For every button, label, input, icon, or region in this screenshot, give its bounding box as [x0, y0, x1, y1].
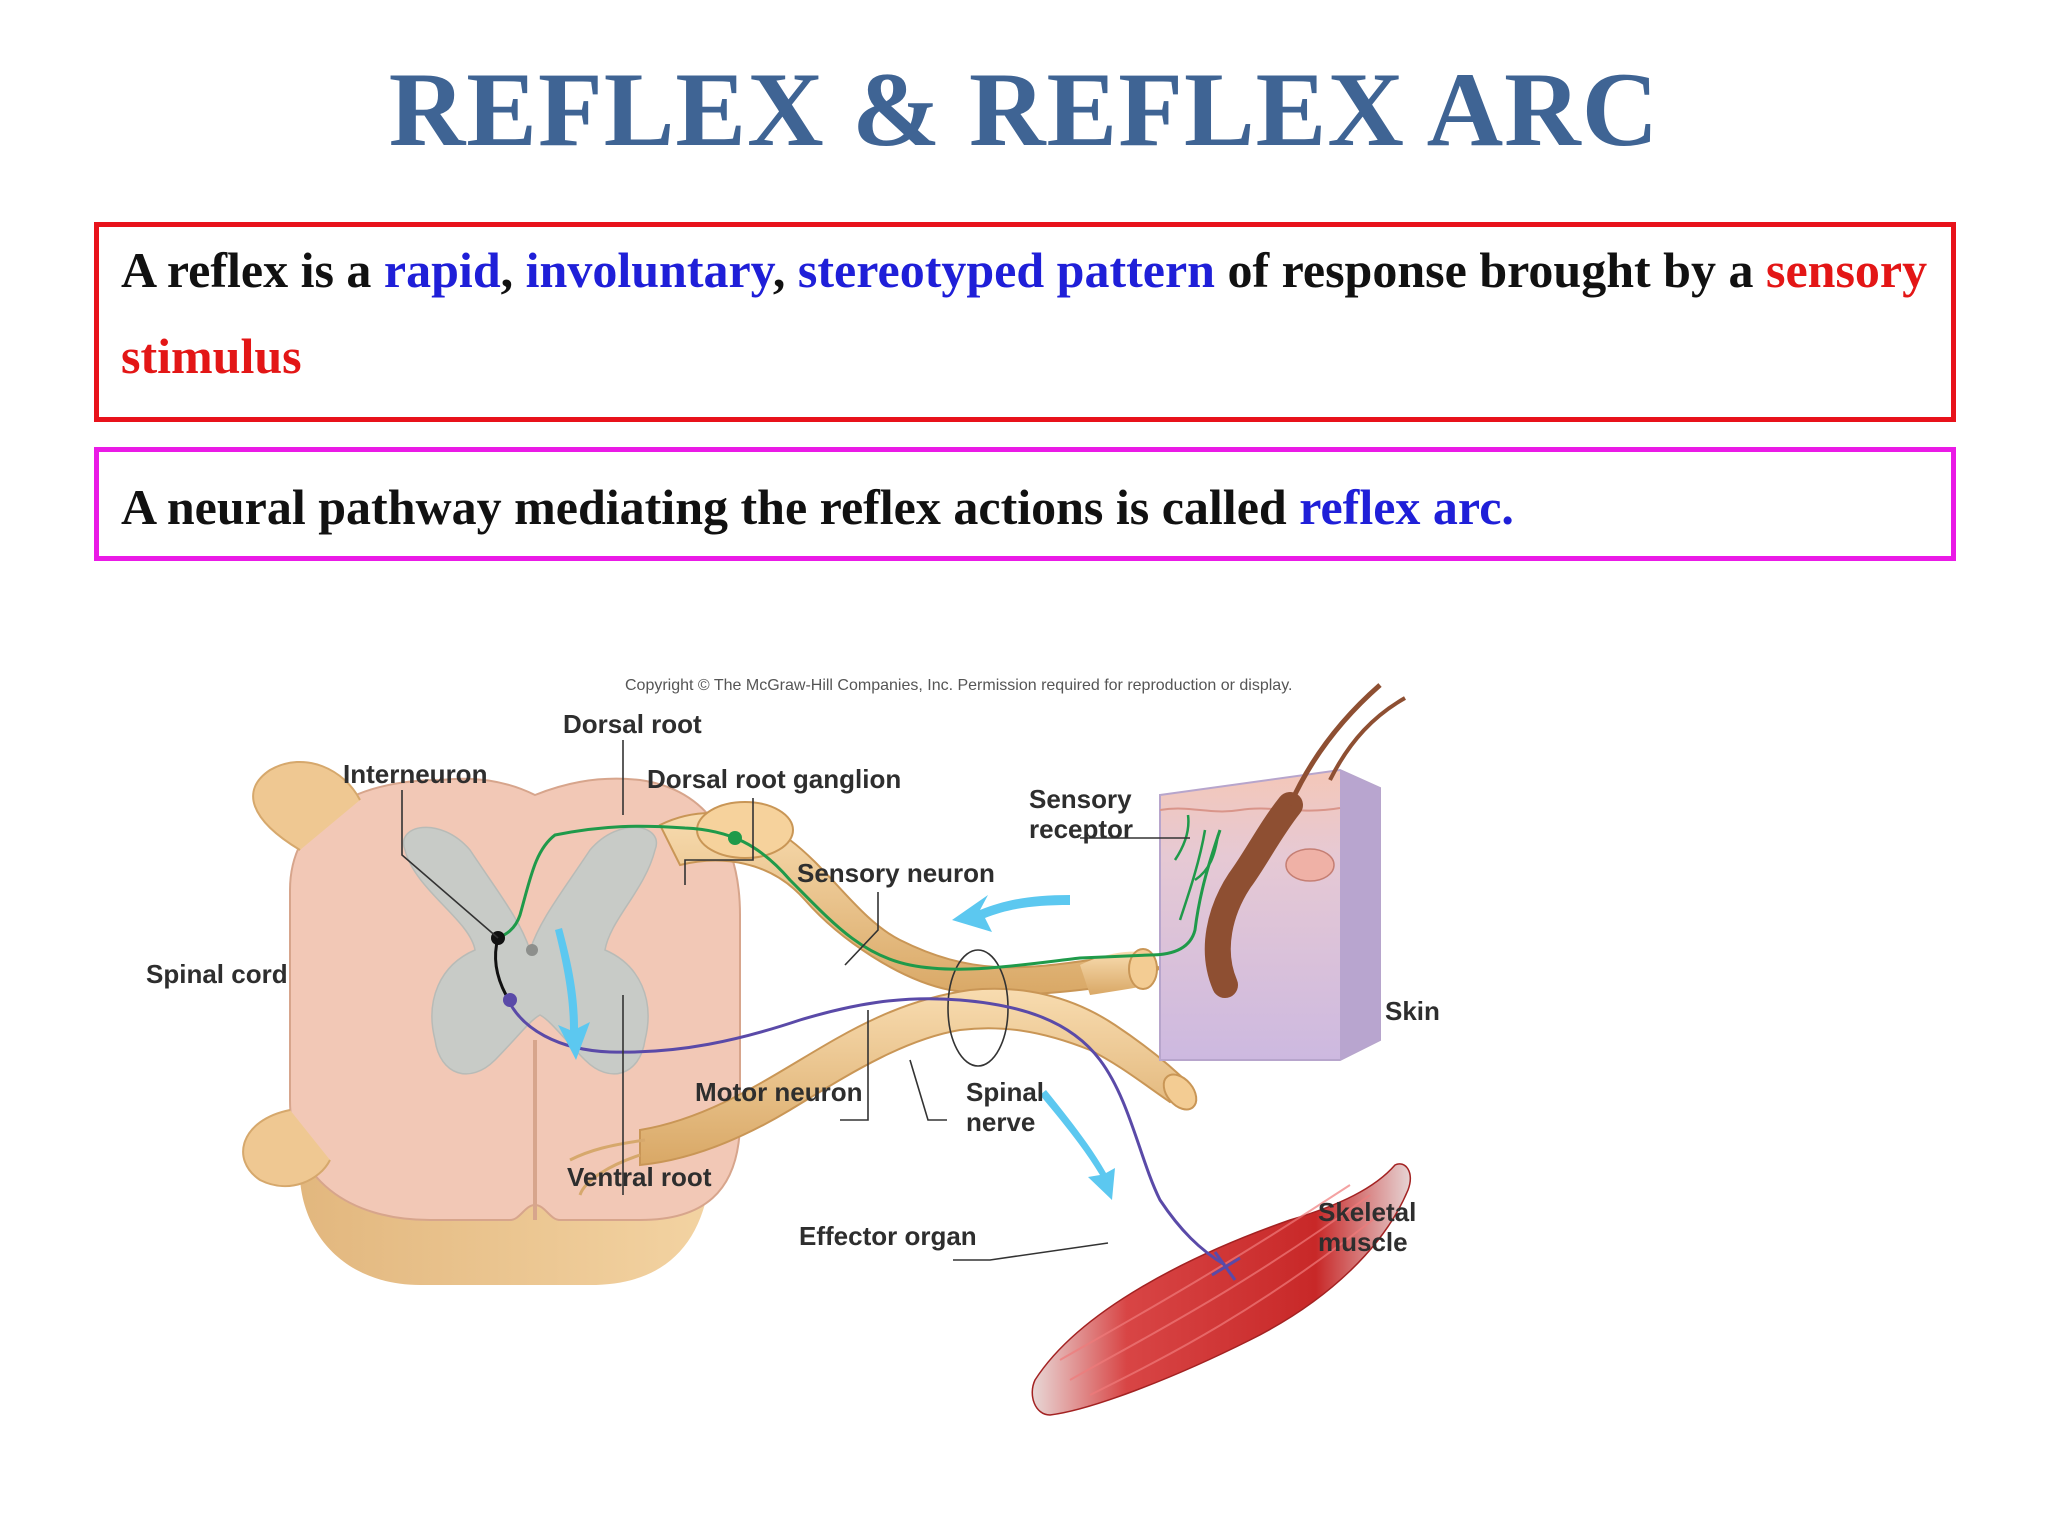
term-rapid: rapid	[383, 242, 501, 298]
term-reflex-arc: reflex arc	[1299, 479, 1502, 535]
definition-text: A reflex is a	[121, 242, 384, 298]
reflex-arc-definition-box: A neural pathway mediating the reflex ac…	[94, 447, 1956, 561]
skin-block	[1159, 683, 1406, 1061]
slide-title: REFLEX & REFLEX ARC	[388, 51, 1660, 168]
sensory-direction-arrow	[952, 895, 1070, 932]
label-skeletal-muscle-line2: muscle	[1318, 1227, 1408, 1257]
leader-spinal-nerve	[909, 1059, 947, 1121]
label-skin: Skin	[1385, 996, 1440, 1026]
leader-sensory-neuron	[844, 892, 879, 966]
label-sensory-receptor-line2: receptor	[1029, 814, 1133, 844]
label-dorsal-root: Dorsal root	[563, 709, 702, 739]
label-effector-organ: Effector organ	[799, 1221, 977, 1251]
label-interneuron: Interneuron	[343, 759, 487, 789]
label-spinal-nerve-line2: nerve	[966, 1107, 1035, 1137]
term-sensory-stimulus: sensory stimulus	[121, 242, 1928, 384]
skeletal-muscle	[1031, 1163, 1412, 1416]
term-stereotyped-pattern: stereotyped pattern	[797, 242, 1215, 298]
reflex-arc-diagram: Copyright © The McGraw-Hill Companies, I…	[146, 677, 1440, 1416]
reflex-definition-box: A reflex is a rapid, involuntary, stereo…	[94, 222, 1956, 422]
motor-neuron-path	[504, 994, 1226, 1267]
pathway-text: A neural pathway mediating the reflex ac…	[121, 479, 1300, 535]
leader-interneuron	[401, 790, 499, 939]
neuromuscular-junction	[1211, 1251, 1241, 1281]
label-sensory-receptor-line1: Sensory	[1029, 784, 1132, 814]
leader-motor-neuron	[840, 1010, 869, 1121]
descending-arrow-spinal-cord	[555, 928, 590, 1060]
leader-dorsal-root-ganglion	[684, 798, 754, 885]
spinal-nerve	[569, 801, 1198, 1196]
copyright-notice: Copyright © The McGraw-Hill Companies, I…	[625, 677, 1292, 694]
leader-effector-organ	[953, 1242, 1109, 1261]
motor-cell-body	[503, 993, 517, 1007]
label-motor-neuron: Motor neuron	[695, 1077, 863, 1107]
pathway-period: .	[1501, 479, 1514, 535]
sensory-cell-body	[728, 831, 742, 845]
definition-text: of response brought by a	[1214, 242, 1766, 298]
label-sensory-neuron: Sensory neuron	[797, 858, 995, 888]
label-skeletal-muscle-line1: Skeletal	[1318, 1197, 1416, 1227]
label-spinal-cord: Spinal cord	[146, 959, 288, 989]
term-involuntary: involuntary	[525, 242, 773, 298]
definition-separator: ,	[772, 242, 798, 298]
definition-separator: ,	[500, 242, 526, 298]
sensory-neuron-path	[497, 824, 1222, 971]
motor-direction-arrow	[1040, 1090, 1115, 1200]
spinal-cord	[242, 760, 741, 1285]
label-ventral-root: Ventral root	[567, 1162, 712, 1192]
label-spinal-nerve-line1: Spinal	[966, 1077, 1044, 1107]
label-dorsal-root-ganglion: Dorsal root ganglion	[647, 764, 901, 794]
